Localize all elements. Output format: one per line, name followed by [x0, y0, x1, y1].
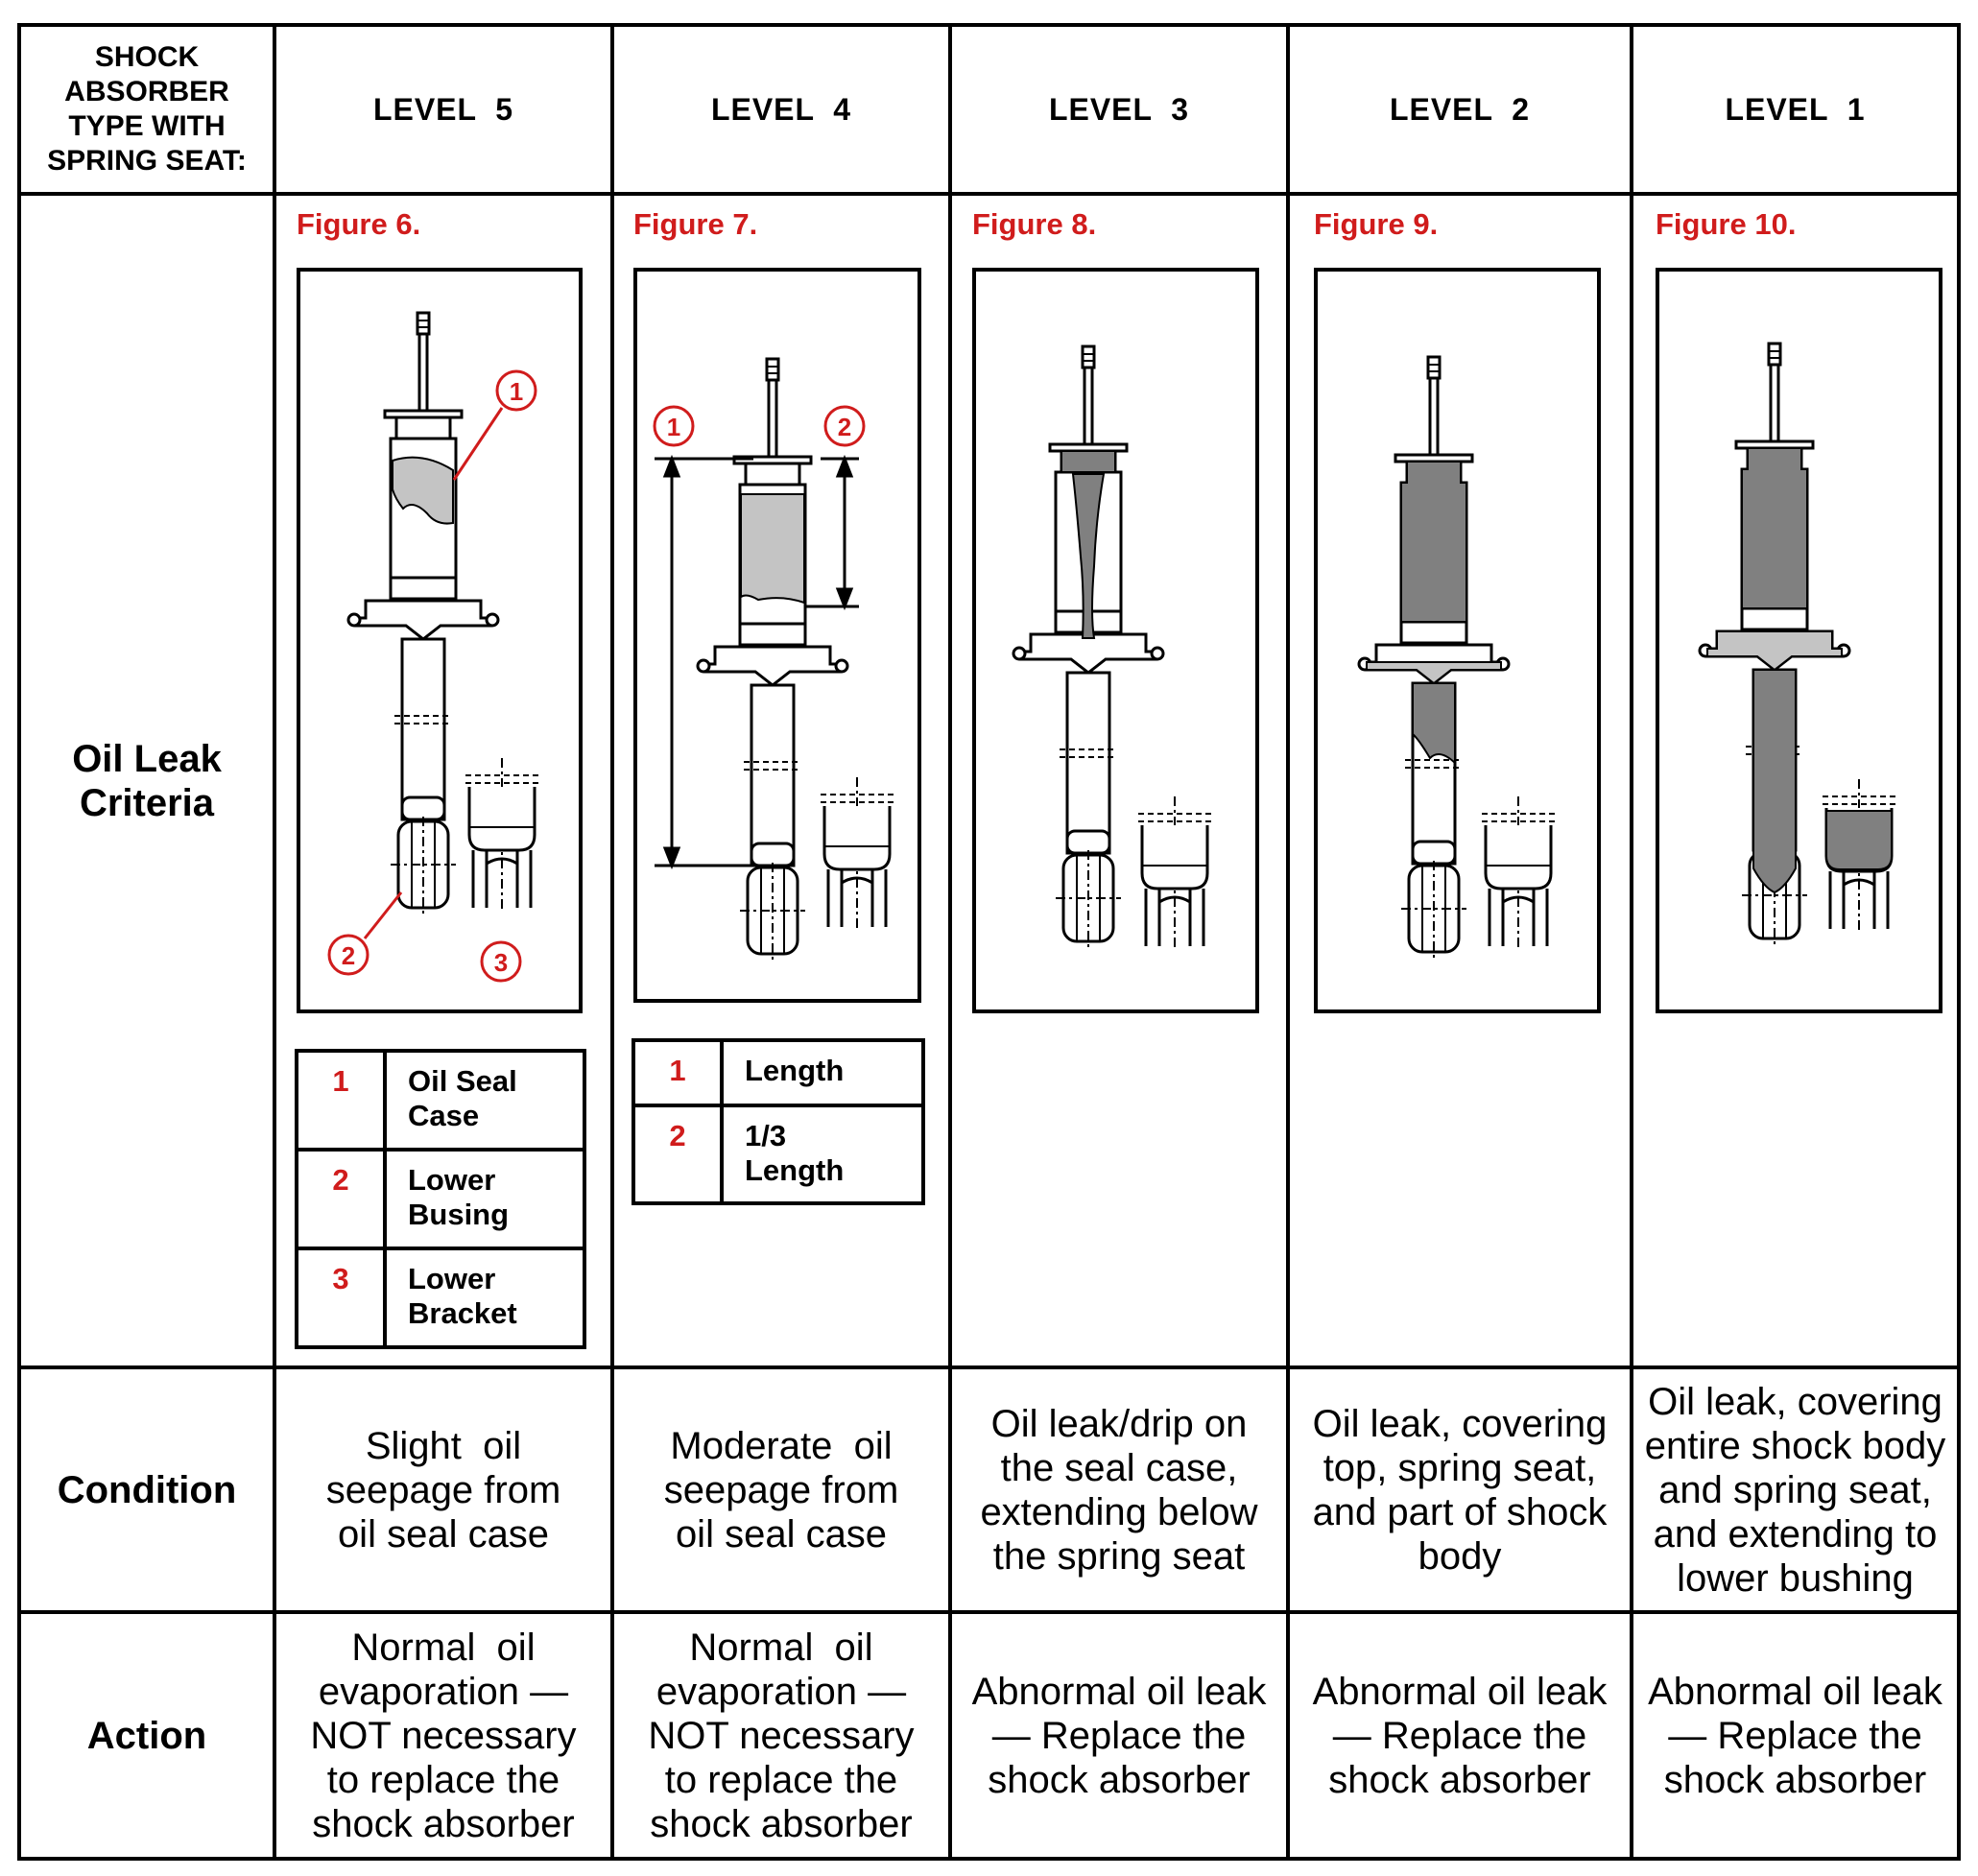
row-label-line: Oil Leak [72, 737, 222, 780]
header-level-1: LEVEL 1 [1725, 91, 1866, 127]
svg-text:1: 1 [667, 413, 680, 441]
length-dimension [655, 454, 859, 870]
svg-text:1: 1 [510, 377, 523, 406]
callout-3: 3 [480, 940, 522, 983]
lower-bracket-drawing [819, 775, 895, 933]
header-level-2: LEVEL 2 [1389, 91, 1531, 127]
legend-text: Length [720, 1038, 925, 1107]
oil-stain [1412, 682, 1456, 766]
header-corner: SHOCK ABSORBER TYPE WITH SPRING SEAT: [21, 27, 273, 192]
header-level-4: LEVEL 4 [710, 91, 852, 127]
oil-stain [1825, 810, 1893, 870]
oil-stain [1366, 661, 1502, 685]
lower-bracket-drawing [1480, 795, 1557, 952]
callout-1: 1 [653, 405, 695, 447]
callout-2: 2 [823, 405, 866, 447]
header-level-3: LEVEL 3 [1048, 91, 1190, 127]
figure-caption: Figure 6. [297, 207, 421, 241]
row-label-action: Action [86, 1714, 207, 1757]
oil-stain [740, 493, 805, 605]
corner-line: SHOCK [94, 41, 200, 73]
callout-1: 1 [452, 369, 537, 481]
figure-caption: Figure 7. [633, 207, 758, 241]
oil-drip [1071, 473, 1106, 639]
oil-stain [1400, 461, 1467, 623]
oil-stain [1706, 630, 1843, 672]
oil-stain [1752, 669, 1797, 894]
legend-number: 1 [295, 1049, 387, 1152]
shock-absorber-drawing [696, 357, 849, 965]
lower-bracket-drawing [1136, 795, 1213, 952]
oil-stain [1060, 450, 1116, 473]
legend-row: 1 Length [632, 1038, 925, 1107]
oil-stain [1741, 447, 1808, 609]
row-label-oil-leak-criteria: Oil Leak Criteria [21, 196, 273, 1365]
legend-number: 3 [295, 1247, 387, 1349]
legend-number: 2 [632, 1104, 724, 1205]
row-label-line: Criteria [79, 781, 215, 824]
svg-text:2: 2 [342, 941, 355, 970]
legend-number: 1 [632, 1038, 724, 1107]
row-label-condition: Condition [57, 1468, 237, 1511]
corner-line: SPRING SEAT: [47, 145, 247, 177]
lower-bracket-drawing [464, 756, 540, 914]
legend-number: 2 [295, 1148, 387, 1250]
corner-line: TYPE WITH [68, 110, 226, 142]
figure-caption: Figure 9. [1314, 207, 1439, 241]
figure-caption: Figure 8. [972, 207, 1097, 241]
callout-2: 2 [327, 891, 403, 976]
figure-caption: Figure 10. [1656, 207, 1797, 241]
corner-line: ABSORBER [64, 76, 229, 107]
header-level-5: LEVEL 5 [372, 91, 514, 127]
svg-text:2: 2 [838, 413, 851, 441]
oil-stain [392, 456, 454, 525]
svg-text:3: 3 [494, 948, 508, 977]
